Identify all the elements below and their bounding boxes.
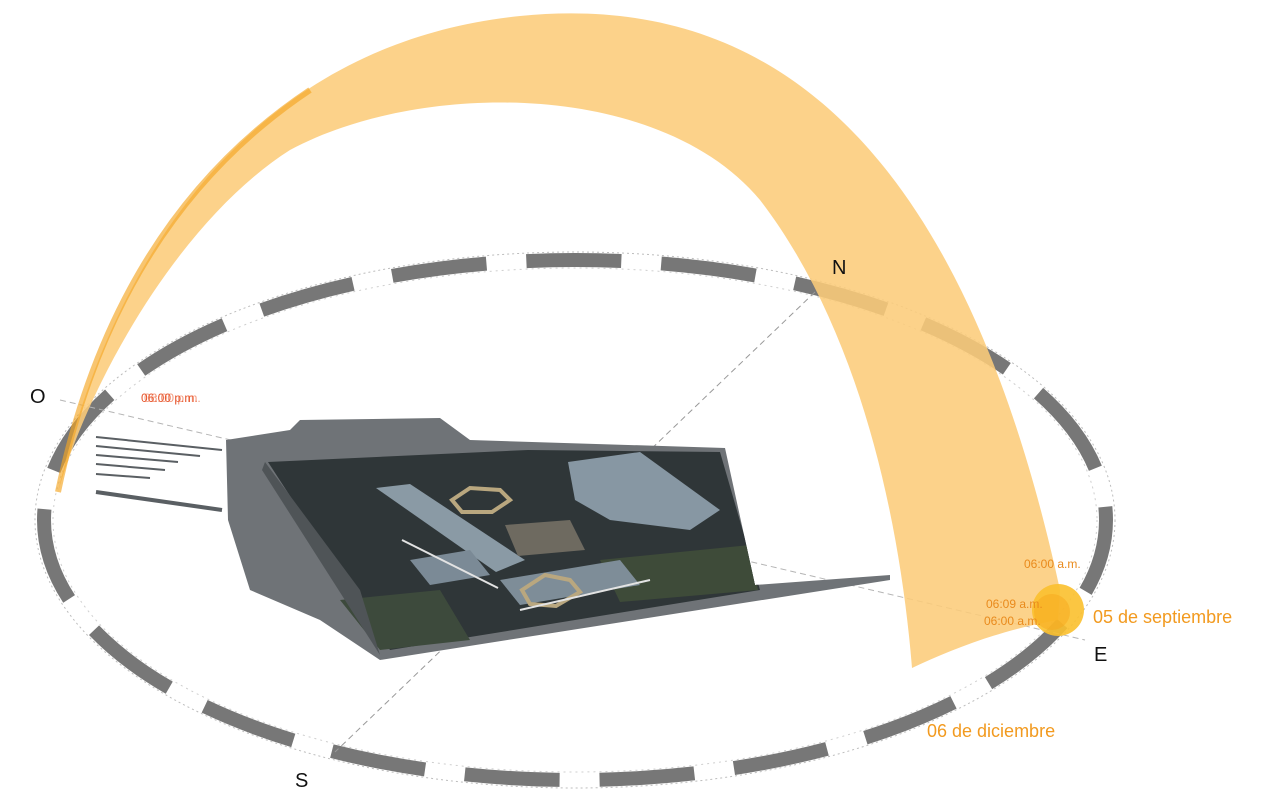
cardinal-east-label: E (1094, 644, 1107, 666)
sunset-time-label-overlap: 06:00 p.m. (144, 391, 201, 405)
cardinal-south-label: S (295, 770, 308, 792)
date-label-december: 06 de diciembre (927, 721, 1055, 741)
sunrise-time-label-low: 06:00 a.m. (984, 614, 1041, 628)
legend-lines (96, 437, 222, 510)
cardinal-north-label: N (832, 257, 846, 279)
date-label-september: 05 de septiembre (1093, 607, 1232, 627)
cardinal-west-label: O (30, 386, 46, 408)
sunrise-time-label-top: 06:00 a.m. (1024, 557, 1081, 571)
building-model-icon (226, 418, 890, 660)
sunrise-time-label-mid: 06:09 a.m. (986, 597, 1043, 611)
